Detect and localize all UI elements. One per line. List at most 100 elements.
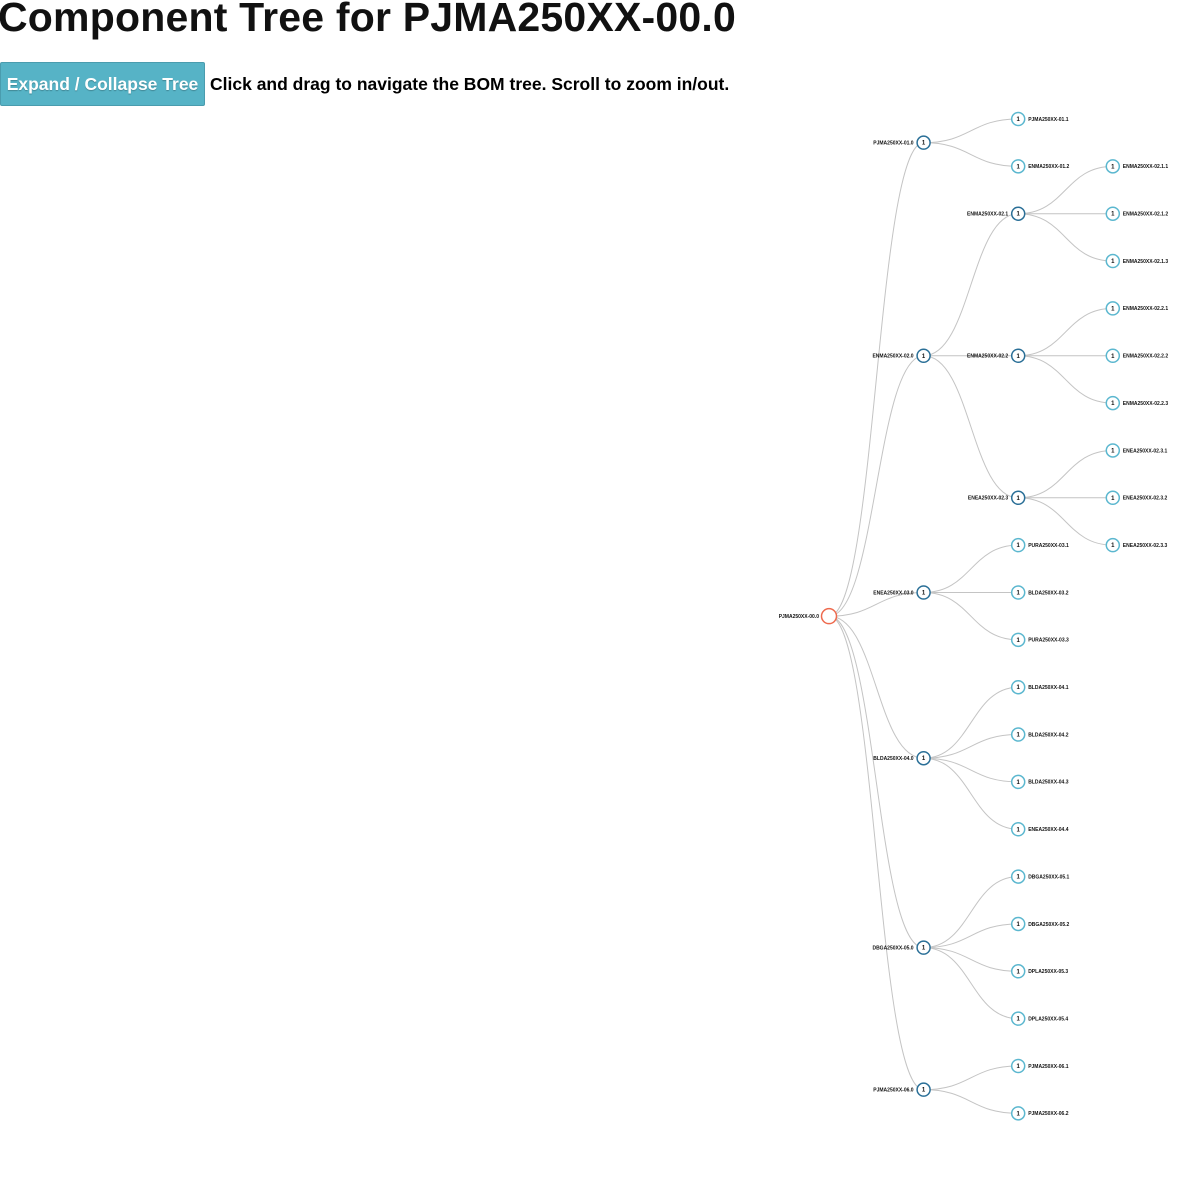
node-label: PJMA250XX-01.0 — [873, 140, 914, 146]
node-quantity: 1 — [922, 591, 926, 597]
tree-branch-node[interactable]: 1 ENMA250XX-02.1 — [967, 206, 1026, 221]
node-circle[interactable] — [1105, 490, 1121, 506]
node-circle[interactable] — [1010, 537, 1026, 553]
node-circle[interactable] — [1010, 1011, 1026, 1026]
node-label: ENEA250XX-03.0 — [873, 590, 914, 596]
node-label: ENMA250XX-02.2.1 — [1123, 306, 1169, 312]
node-circle[interactable] — [1010, 348, 1026, 363]
node-label: ENEA250XX-02.3.3 — [1123, 543, 1168, 549]
node-quantity: 1 — [1017, 354, 1021, 360]
node-circle[interactable] — [1010, 111, 1026, 127]
node-circle[interactable] — [916, 1082, 931, 1097]
node-circle[interactable] — [1010, 964, 1026, 979]
node-circle[interactable] — [1010, 774, 1026, 790]
node-circle[interactable] — [1105, 253, 1121, 269]
tree-branch-node[interactable]: 1 BLDA250XX-04.0 — [873, 750, 931, 766]
node-quantity: 1 — [1111, 496, 1115, 502]
node-circle[interactable] — [1105, 159, 1121, 174]
node-circle[interactable] — [916, 135, 931, 150]
tree-link — [1018, 355, 1113, 404]
node-quantity: 1 — [922, 756, 926, 762]
tree-branch-node[interactable]: 1 ENMA250XX-02.2 — [967, 348, 1026, 363]
node-circle[interactable] — [1010, 1106, 1026, 1121]
tree-link — [923, 118, 1019, 144]
tree-leaf-node[interactable]: 1 ENEA250XX-02.3.2 — [1105, 490, 1168, 506]
node-circle[interactable] — [1010, 679, 1026, 695]
tree-leaf-node[interactable]: 1 ENMA250XX-01.2 — [1010, 159, 1070, 174]
node-circle[interactable] — [1105, 206, 1121, 221]
node-circle[interactable] — [1010, 585, 1026, 600]
node-circle[interactable] — [1010, 632, 1026, 648]
node-label: BLDA250XX-04.3 — [1028, 780, 1069, 786]
node-circle[interactable] — [916, 348, 931, 363]
node-circle[interactable] — [1105, 443, 1121, 458]
node-quantity: 1 — [922, 946, 926, 952]
node-circle[interactable] — [1105, 395, 1121, 411]
tree-link — [923, 142, 1019, 167]
node-label: ENMA250XX-02.2 — [967, 354, 1008, 360]
node-circle[interactable] — [1010, 159, 1026, 174]
node-circle[interactable] — [1010, 822, 1026, 837]
tree-branch-node[interactable]: 1 ENEA250XX-03.0 — [873, 585, 931, 600]
node-circle[interactable] — [1105, 301, 1121, 316]
node-label: ENMA250XX-02.1.2 — [1123, 212, 1169, 218]
node-circle[interactable] — [916, 940, 931, 955]
tree-root-node[interactable]: PJMA250XX-00.0 — [779, 607, 838, 625]
node-circle[interactable] — [1010, 490, 1026, 506]
node-quantity: 1 — [1017, 638, 1021, 644]
node-quantity: 1 — [1017, 496, 1021, 502]
node-label: BLDA250XX-04.0 — [873, 756, 914, 762]
node-circle[interactable] — [916, 750, 931, 766]
node-quantity: 1 — [1017, 164, 1021, 170]
expand-collapse-tree-button[interactable]: Expand / Collapse Tree — [0, 62, 205, 106]
node-label: BLDA250XX-04.1 — [1028, 685, 1069, 691]
node-label: ENMA250XX-02.1 — [967, 212, 1008, 218]
node-circle[interactable] — [1105, 348, 1121, 363]
node-label: ENMA250XX-01.2 — [1028, 164, 1069, 170]
node-circle[interactable] — [1105, 537, 1121, 553]
node-label: ENMA250XX-02.2.2 — [1123, 354, 1169, 360]
node-circle[interactable] — [1010, 727, 1026, 742]
node-label: ENEA250XX-02.3.2 — [1123, 496, 1168, 502]
node-quantity: 1 — [1017, 212, 1021, 218]
node-quantity: 1 — [922, 354, 926, 360]
node-circle[interactable] — [1010, 916, 1026, 932]
node-circle[interactable] — [1010, 869, 1026, 884]
tree-link — [828, 142, 924, 617]
tree-link — [923, 734, 1019, 759]
node-circle[interactable] — [916, 585, 931, 600]
tree-link — [923, 947, 1019, 1020]
node-circle[interactable] — [1010, 206, 1026, 221]
node-circle[interactable] — [820, 607, 838, 625]
node-quantity: 1 — [1111, 448, 1115, 454]
node-circle[interactable] — [1010, 1058, 1026, 1074]
